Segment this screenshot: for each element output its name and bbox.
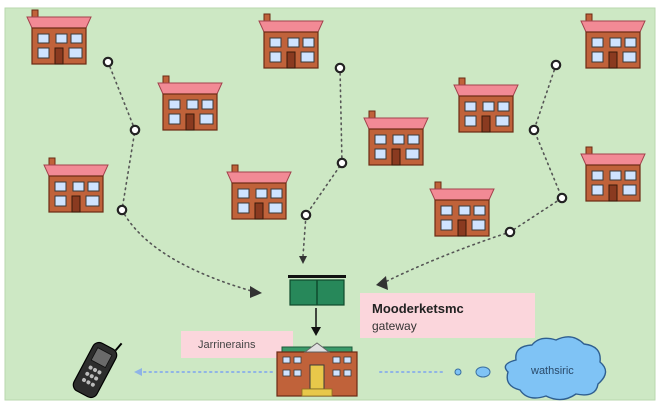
house-icon [363, 110, 429, 166]
arrow-left-branch [250, 286, 262, 298]
meter-node-icon [300, 209, 312, 221]
house-icon [453, 77, 519, 133]
house-icon [43, 157, 109, 213]
house-icon [580, 13, 646, 69]
gateway-label-subtitle: gateway [372, 319, 417, 333]
gateway-label-box [360, 293, 535, 338]
building-label: Jarrinerains [198, 339, 256, 351]
utility-building-icon [276, 342, 358, 397]
connection-line [302, 67, 343, 257]
meter-node-icon [102, 56, 114, 68]
cloud-label: wathsiric [530, 365, 574, 377]
gateway-to-building-arrow [311, 308, 321, 336]
house-icon [226, 164, 292, 220]
house-icon [258, 13, 324, 69]
gateway-label-title: Mooderketsmc [372, 301, 464, 316]
house-icon [157, 75, 223, 131]
meter-node-icon [116, 204, 128, 216]
mobile-phone-icon [72, 341, 123, 399]
meter-node-icon [334, 62, 346, 74]
connection-line [382, 64, 563, 284]
arrow-middle-branch [299, 256, 307, 264]
meter-node-icon [336, 157, 348, 169]
meter-node-icon [504, 226, 516, 238]
house-icon [429, 181, 495, 237]
house-icon [26, 9, 92, 65]
meter-node-icon [528, 124, 540, 136]
building-label-box [181, 331, 293, 358]
cloud-icon [454, 336, 607, 401]
house-icon [580, 146, 646, 202]
gateway-icon [288, 275, 346, 306]
meter-node-icon [556, 192, 568, 204]
arrow-to-phone [134, 368, 142, 376]
meter-node-icon [550, 59, 562, 71]
meter-node-icon [129, 124, 141, 136]
arrow-right-branch [376, 276, 388, 290]
